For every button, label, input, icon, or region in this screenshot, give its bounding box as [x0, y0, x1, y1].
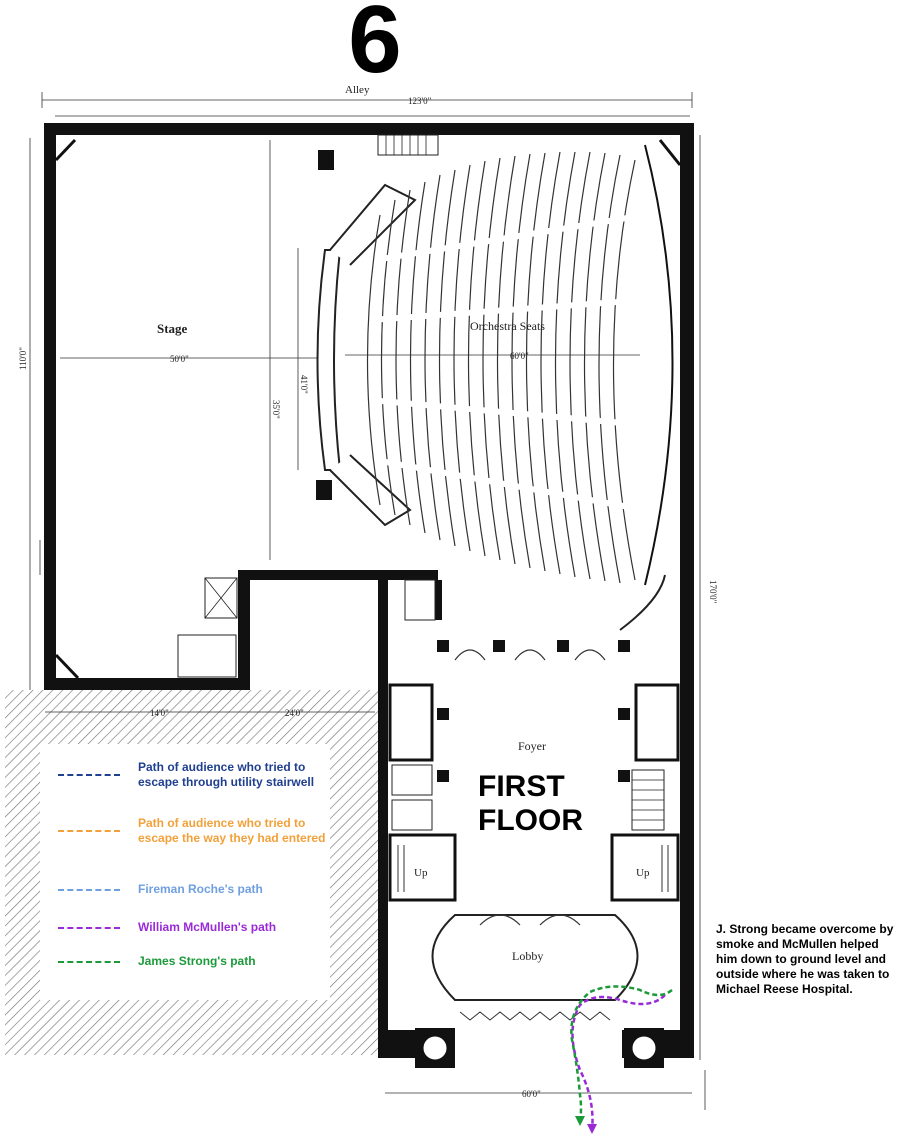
legend-label: Path of audience who tried to escape the… — [138, 816, 326, 845]
up-label-right: Up — [636, 867, 650, 879]
dim-front-width: 60'0" — [522, 1089, 541, 1099]
dim-right-depth: 170'0" — [708, 580, 718, 604]
mcmullen-path — [571, 994, 666, 1131]
legend-swatch — [58, 774, 120, 776]
dim-lower-width: 14'0" — [150, 708, 169, 718]
dim-orchestra-width: 60'0" — [510, 351, 529, 361]
dim-stage-depth: 35'0" — [271, 400, 281, 419]
orchestra-seat-rows — [366, 151, 636, 584]
floor-title: FIRST FLOOR — [478, 770, 583, 838]
legend-label: Path of audience who tried to escape thr… — [138, 760, 315, 789]
floor-title-line2: FLOOR — [478, 804, 583, 837]
lobby-label: Lobby — [512, 949, 543, 963]
foyer-label: Foyer — [518, 739, 546, 753]
strong-note: J. Strong became overcome by smoke and M… — [716, 922, 894, 996]
legend-swatch — [58, 961, 120, 963]
floor-title-line1: FIRST — [478, 770, 565, 803]
page-number: 6 — [348, 0, 402, 93]
stage-label: Stage — [157, 321, 188, 336]
strong-path — [570, 985, 673, 1123]
alley-label: Alley — [345, 84, 370, 96]
dim-top-width: 123'0" — [408, 96, 432, 106]
dim-lower-width2: 24'0" — [285, 708, 304, 718]
dim-stage-width: 50'0" — [170, 354, 189, 364]
legend-swatch — [58, 927, 120, 929]
legend-label: James Strong's path — [138, 954, 256, 968]
dim-left-depth: 110'0" — [18, 347, 28, 370]
dimension-lines — [29, 92, 706, 1110]
legend: Path of audience who tried to escape thr… — [40, 744, 330, 1000]
legend-label: William McMullen's path — [138, 920, 277, 934]
orchestra-label: Orchestra Seats — [470, 319, 545, 333]
legend-label: Fireman Roche's path — [138, 882, 263, 896]
legend-swatch — [58, 889, 120, 891]
legend-swatch — [58, 830, 120, 832]
lobby-outline — [431, 914, 639, 1001]
dim-orchestra-depth: 41'0" — [299, 375, 309, 394]
up-label-left: Up — [414, 867, 428, 879]
